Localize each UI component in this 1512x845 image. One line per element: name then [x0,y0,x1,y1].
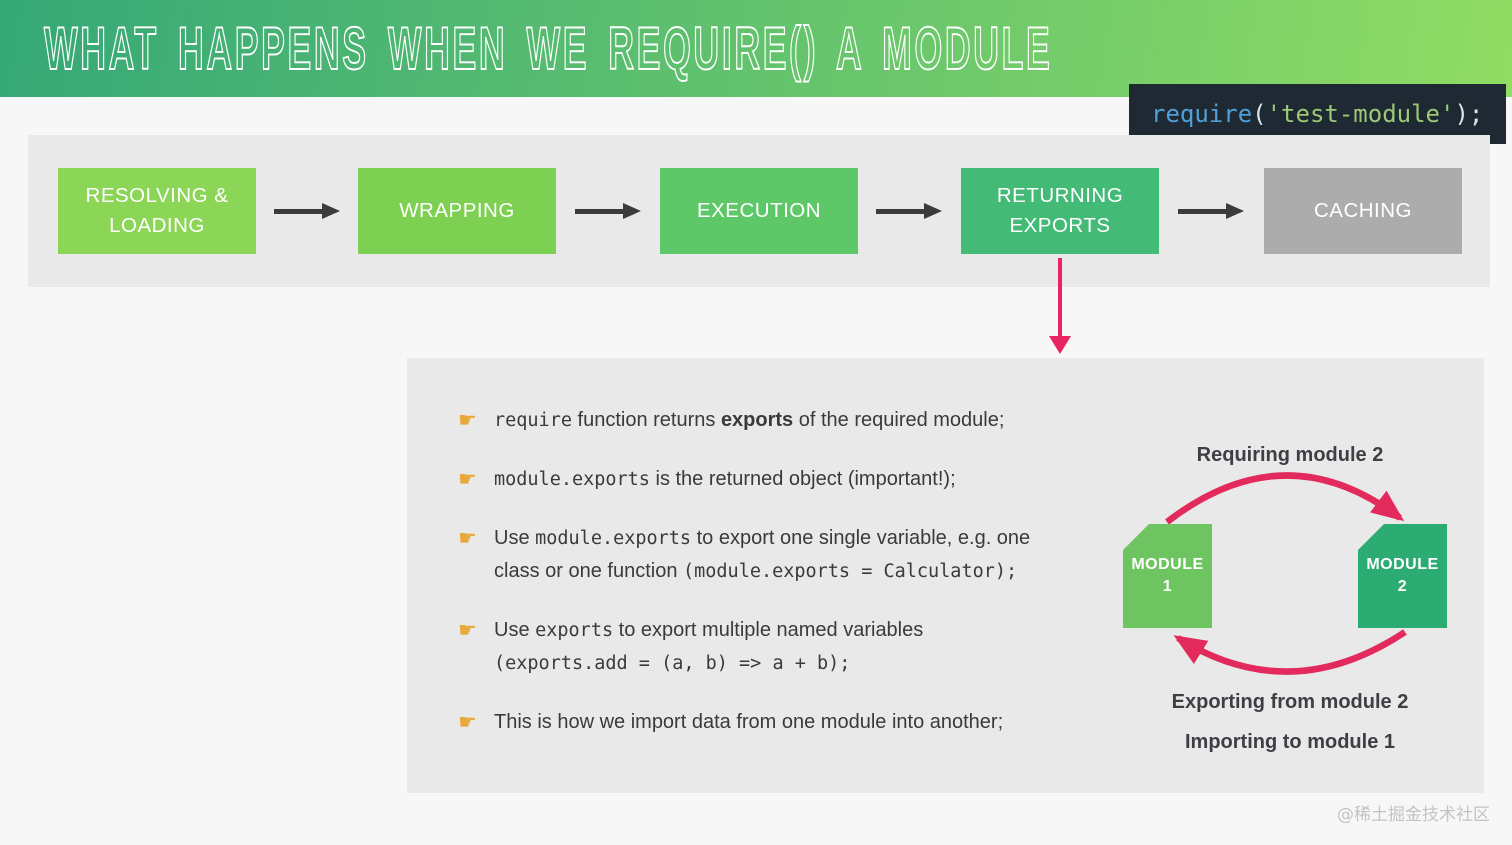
module-number: 2 [1397,578,1408,595]
bullet-segment: module.exports [494,469,650,490]
step-label: CACHING [1313,199,1413,222]
bullet-text: require function returns exports of the … [494,404,1068,437]
pointing-finger-icon: ☛ [458,710,477,734]
list-item: ☛ require function returns exports of th… [458,404,1068,437]
bullet-segment: function returns [571,409,721,431]
step-resolving-loading: RESOLVING & LOADING [58,168,256,254]
page-title-wrap: WHAT HAPPENS WHEN WE REQUIRE() A MODULE [43,0,1512,97]
bullet-segment: exports [535,620,614,641]
bullet-segment: Use [494,527,536,549]
watermark: @稀土掘金技术社区 [1337,805,1490,825]
arrow-head [623,203,641,219]
pointing-finger-icon: ☛ [458,408,477,432]
step-label: EXECUTION [696,199,822,222]
right-arrow-icon [1178,203,1244,219]
step-returning-exports: RETURNING EXPORTS [961,168,1159,254]
list-item: ☛ module.exports is the returned object … [458,463,1068,496]
arrow-shaft [274,209,324,214]
module-number: 1 [1162,578,1173,595]
module-1-box: MODULE 1 [1123,524,1212,628]
bullet-segment: (exports.add = (a, b) => a + b); [494,653,851,674]
bullet-segment: to export multiple named variables [613,619,924,641]
bullet-segment: exports [720,409,794,431]
list-item: ☛ Use module.exports to export one singl… [458,522,1068,588]
cycle-arrows [1165,472,1407,675]
require-arc [1165,472,1405,525]
page-title: WHAT HAPPENS WHEN WE REQUIRE() A MODULE [43,14,1053,83]
arrow-head [1226,203,1244,219]
bullet-segment: (module.exports = Calculator); [683,561,1018,582]
module-label: MODULE [1366,556,1439,573]
step-label: WRAPPING [399,199,515,222]
bullet-segment: Use [494,619,536,641]
right-arrow-icon [274,203,340,219]
code-token-string: 'test-module' [1266,100,1455,128]
code-token-close-paren: ); [1454,100,1484,128]
down-arrow-icon [1046,258,1074,356]
module-2-box: MODULE 2 [1358,524,1447,628]
step-label: RESOLVING & LOADING [85,184,229,237]
step-wrapping: WRAPPING [358,168,556,254]
pointing-finger-icon: ☛ [458,618,477,642]
bullet-segment: is the returned object (important!); [649,468,956,490]
requiring-label: Requiring module 2 [1196,444,1384,466]
bullet-text: Use module.exports to export one single … [494,522,1068,588]
right-arrow-icon [575,203,641,219]
bullet-list: ☛ require function returns exports of th… [458,404,1068,739]
bullet-segment: require [494,410,572,431]
bullet-segment: of the required module; [793,409,1005,431]
header: WHAT HAPPENS WHEN WE REQUIRE() A MODULE [0,0,1512,97]
export-arc [1173,629,1407,675]
right-arrow-icon [876,203,942,219]
bullet-text: module.exports is the returned object (i… [494,463,1068,496]
arrow-head [1049,336,1071,354]
bullet-segment: This is how we import data from one modu… [494,711,1004,733]
arrow-head [322,203,340,219]
step-label: RETURNING EXPORTS [996,184,1124,237]
pointing-finger-icon: ☛ [458,526,477,550]
bullet-text: Use exports to export multiple named var… [494,614,1068,680]
bullet-segment: to export one single variable, e.g. one … [494,527,1031,582]
details-panel: ☛ require function returns exports of th… [407,358,1484,793]
module-label: MODULE [1131,556,1204,573]
bullet-text: This is how we import data from one modu… [494,706,1068,739]
bullet-segment: module.exports [535,528,692,549]
arrow-head [924,203,942,219]
list-item: ☛ This is how we import data from one mo… [458,706,1068,739]
code-snippet: require ( 'test-module' ); [1129,84,1506,144]
arrow-shaft [876,209,926,214]
arrow-shaft [1058,258,1062,338]
step-caching: CACHING [1264,168,1462,254]
step-execution: EXECUTION [660,168,858,254]
code-token-open-paren: ( [1252,100,1267,128]
exporting-label: Exporting from module 2 [1171,691,1409,713]
pointing-finger-icon: ☛ [458,467,477,491]
arrow-shaft [575,209,625,214]
code-token-require: require [1151,100,1253,128]
importing-label: Importing to module 1 [1185,731,1395,753]
list-item: ☛ Use exports to export multiple named v… [458,614,1068,680]
arrow-shaft [1178,209,1228,214]
